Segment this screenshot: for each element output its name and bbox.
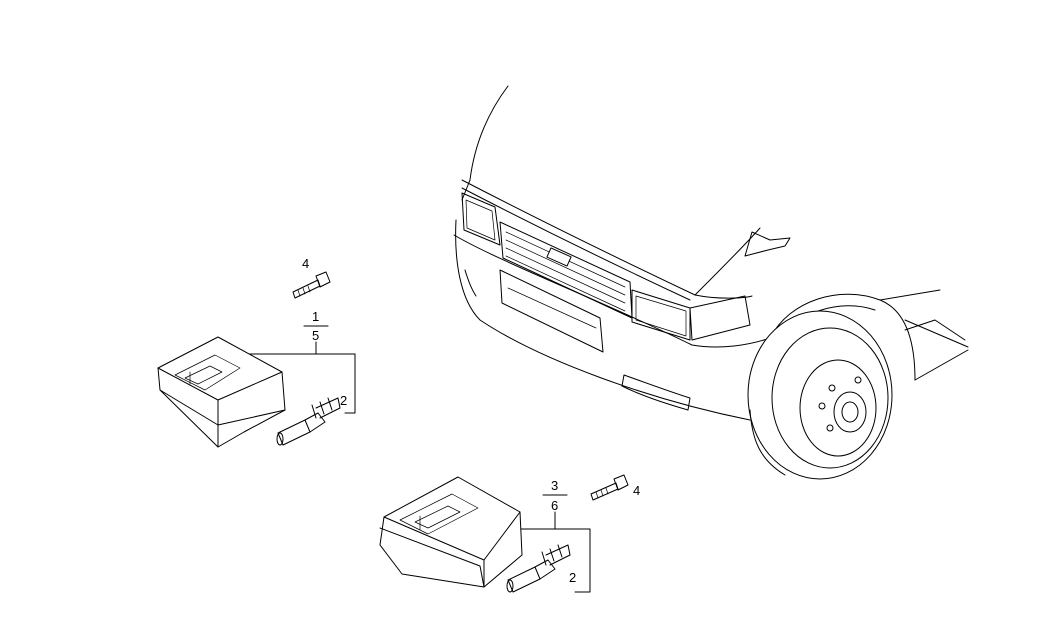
bulb-right-icon: [506, 544, 571, 593]
wheel-tyre-icon: [747, 310, 893, 480]
callout-bulb-right: 2: [569, 570, 576, 585]
right-lamp-group: [379, 474, 629, 593]
callout-lamp-left-top: 1: [312, 309, 319, 324]
left-lamp-group: [157, 271, 356, 448]
van-front-illustration: [453, 85, 969, 480]
callout-lamp-right-top: 3: [551, 478, 558, 493]
callout-screw-right: 4: [633, 483, 640, 498]
callout-bulb-left: 2: [340, 393, 347, 408]
bulb-left-icon: [276, 397, 341, 446]
side-lamp-right-icon: [379, 476, 523, 588]
side-lamp-left-icon: [157, 336, 286, 448]
screw-left-icon: [292, 271, 331, 299]
callout-lamp-right-bottom: 6: [551, 498, 558, 513]
screw-right-icon: [590, 474, 629, 501]
badge-icon: [546, 247, 572, 267]
callout-lamp-left-bottom: 5: [312, 328, 319, 343]
callout-screw-left: 4: [302, 256, 309, 271]
